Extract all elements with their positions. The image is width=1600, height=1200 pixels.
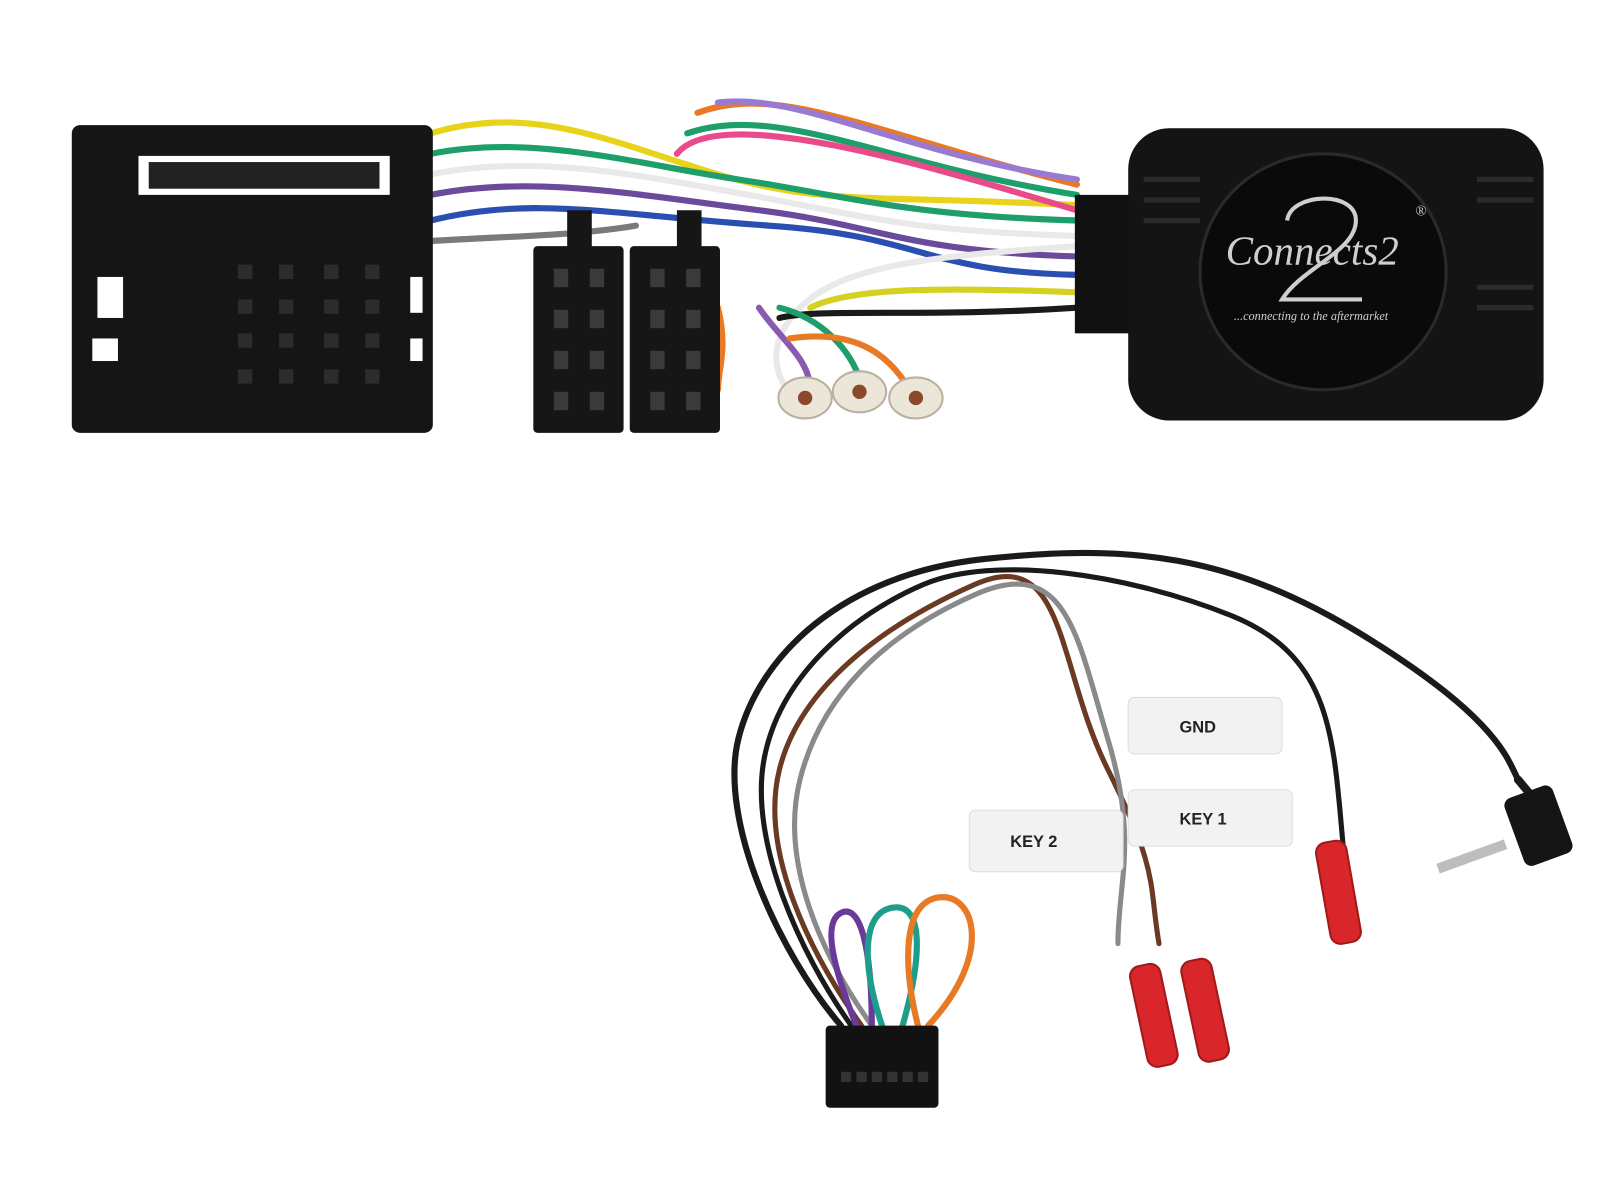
brand-tagline: ...connecting to the aftermarket [1234, 309, 1389, 323]
key1-label: KEY 1 [1127, 789, 1293, 847]
iso-connectors [533, 210, 720, 433]
gnd-label: GND [1127, 696, 1283, 755]
key2-label: KEY 2 [968, 809, 1124, 873]
brand-logo: Connects2 [1226, 228, 1399, 274]
lower-wire-harness [731, 549, 1548, 1029]
svg-text:GND: GND [1179, 718, 1216, 736]
interface-module: Connects2 ® ...connecting to the afterma… [1074, 128, 1544, 421]
red-pin-terminals [1129, 839, 1362, 1068]
upper-wire-bundle [427, 98, 1080, 404]
svg-text:KEY 2: KEY 2 [1010, 833, 1057, 851]
quadlock-connector [71, 125, 433, 433]
speaker-plugs [777, 370, 944, 420]
audio-jack [1436, 785, 1573, 874]
svg-text:KEY 1: KEY 1 [1179, 811, 1226, 829]
registered-mark: ® [1415, 203, 1426, 219]
multi-pin-connector [825, 1025, 939, 1108]
logo-two-shape [1278, 196, 1363, 302]
